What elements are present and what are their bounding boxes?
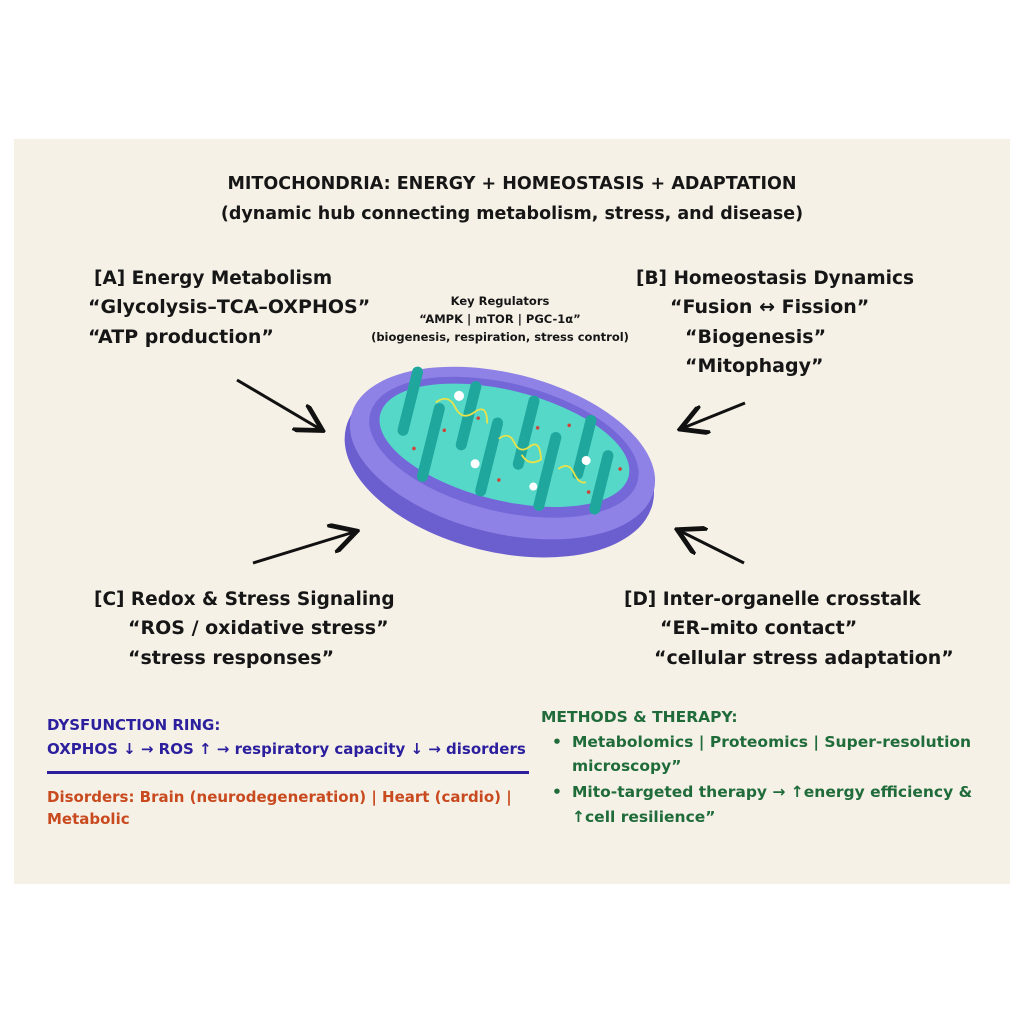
section-c-line-2: “stress responses”: [128, 647, 335, 669]
diagram-title: MITOCHONDRIA: ENERGY + HOMEOSTASIS + ADA…: [227, 174, 797, 194]
section-b-line-2: “Biogenesis”: [685, 326, 827, 348]
methods-heading: METHODS & THERAPY:: [541, 708, 738, 726]
dysfunction-divider: [47, 771, 529, 774]
dysfunction-chain: OXPHOS ↓ → ROS ↑ → respiratory capacity …: [47, 740, 526, 758]
section-b-line-3: “Mitophagy”: [685, 355, 824, 377]
methods-bullet-2: •: [552, 783, 562, 801]
section-d-heading: [D] Inter-organelle crosstalk: [624, 589, 921, 610]
disorders-line-1: Disorders: Brain (neurodegeneration) | H…: [47, 788, 512, 806]
arrow-a: [236, 378, 320, 429]
methods-bullet-1: •: [552, 733, 562, 751]
arrow-b: [683, 401, 746, 428]
methods-item-2-line-1: Mito-targeted therapy → ↑energy efficien…: [572, 783, 973, 801]
methods-item-2-line-2: ↑cell resilience”: [572, 808, 716, 826]
dysfunction-heading: DYSFUNCTION RING:: [47, 716, 221, 734]
mito-cristae: [397, 366, 614, 515]
section-c-heading: [C] Redox & Stress Signaling: [94, 589, 395, 610]
diagram-subtitle: (dynamic hub connecting metabolism, stre…: [220, 204, 804, 224]
disorders-line-2: Metabolic: [47, 810, 130, 828]
mito-dna: [435, 397, 587, 484]
section-a-line-1: “Glycolysis–TCA–OXPHOS”: [88, 296, 371, 318]
section-b-line-1: “Fusion ↔ Fission”: [670, 296, 870, 318]
section-d-line-1: “ER–mito contact”: [660, 617, 858, 639]
section-c-line-1: “ROS / oxidative stress”: [128, 617, 389, 639]
regulators-heading: Key Regulators: [450, 294, 550, 308]
regulators-roles: (biogenesis, respiration, stress control…: [371, 330, 629, 344]
section-a-line-2: “ATP production”: [88, 326, 274, 348]
mito-granules: [454, 390, 591, 491]
mito-ribosomes: [412, 416, 622, 494]
arrow-c: [252, 532, 354, 565]
section-a-heading: [A] Energy Metabolism: [94, 268, 333, 289]
regulators-items: “AMPK | mTOR | PGC-1α”: [419, 312, 581, 326]
methods-item-1-line-1: Metabolomics | Proteomics | Super-resolu…: [572, 733, 972, 751]
section-d-line-2: “cellular stress adaptation”: [654, 647, 954, 669]
methods-item-1-line-2: microscopy”: [572, 757, 682, 775]
arrow-d: [680, 531, 745, 565]
section-b-heading: [B] Homeostasis Dynamics: [636, 268, 914, 289]
